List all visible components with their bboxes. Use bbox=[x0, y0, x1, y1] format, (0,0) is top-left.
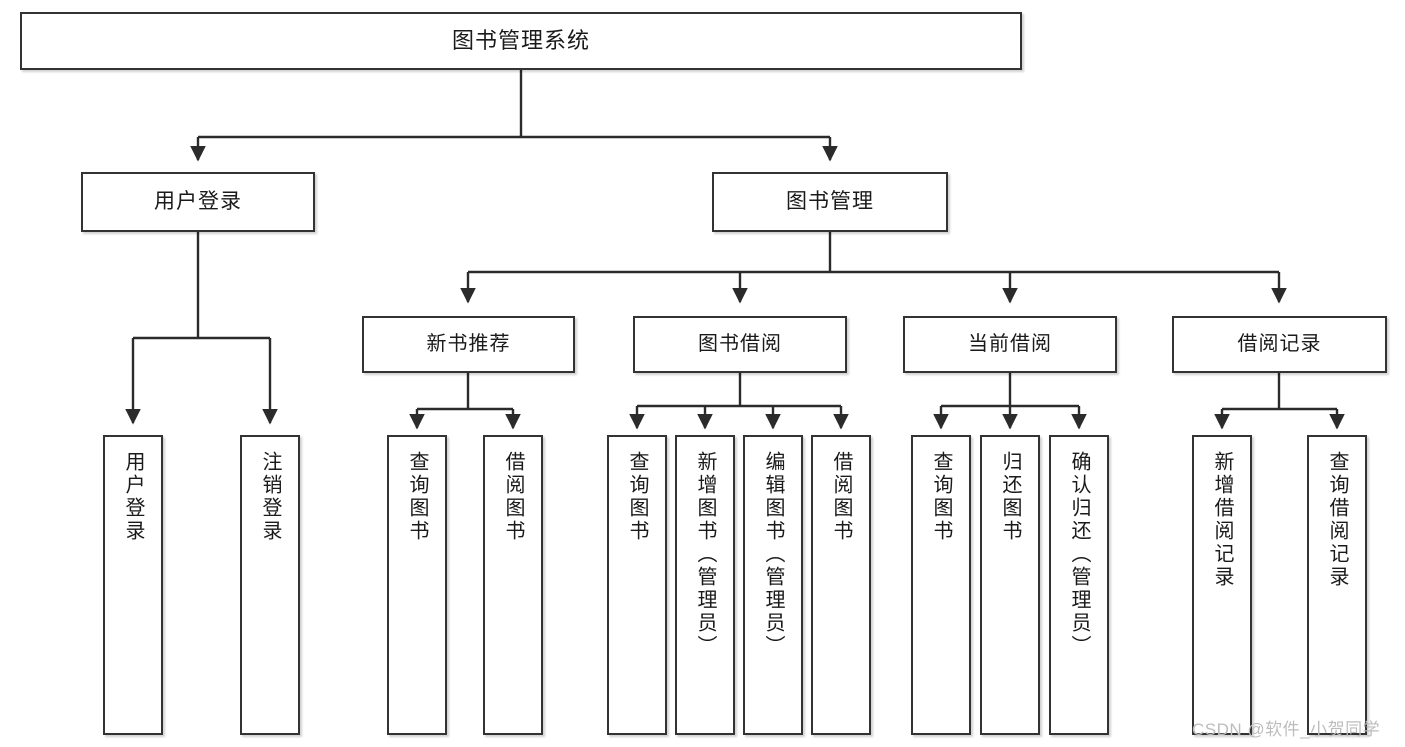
node-leaf-borrow-book[interactable]: 借阅图书 bbox=[811, 435, 871, 735]
watermark-csdn: CSDN @软件_小贺同学 bbox=[1192, 720, 1381, 739]
node-leaf-query-borrow-record[interactable]: 查询借阅记录 bbox=[1307, 435, 1367, 735]
node-leaf-edit-book[interactable]: 编辑图书（管理员） bbox=[743, 435, 803, 735]
node-new-book-recommend[interactable]: 新书推荐 bbox=[362, 316, 575, 373]
node-leaf-confirm-return[interactable]: 确认归还（管理员） bbox=[1049, 435, 1109, 735]
node-leaf-query-book-recommend[interactable]: 查询图书 bbox=[387, 435, 447, 735]
node-book-management[interactable]: 图书管理 bbox=[712, 172, 948, 232]
node-label: 借阅图书 bbox=[830, 451, 852, 543]
node-label: 新书推荐 bbox=[426, 332, 511, 355]
node-leaf-user-login[interactable]: 用户登录 bbox=[103, 435, 163, 735]
node-label: 图书管理 bbox=[786, 189, 874, 213]
node-leaf-add-book[interactable]: 新增图书（管理员） bbox=[675, 435, 735, 735]
node-borrow-record[interactable]: 借阅记录 bbox=[1172, 316, 1387, 373]
node-root-book-management-system[interactable]: 图书管理系统 bbox=[20, 12, 1022, 70]
node-label: 图书管理系统 bbox=[451, 28, 590, 54]
node-label: 查询借阅记录 bbox=[1326, 451, 1348, 589]
node-label: 查询图书 bbox=[406, 451, 428, 543]
node-leaf-query-book-current[interactable]: 查询图书 bbox=[911, 435, 971, 735]
node-label: 新增借阅记录 bbox=[1211, 451, 1233, 589]
node-label: 当前借阅 bbox=[968, 332, 1052, 355]
node-label: 确认归还（管理员） bbox=[1068, 451, 1090, 658]
node-label: 图书借阅 bbox=[698, 332, 782, 355]
node-leaf-query-book-borrow[interactable]: 查询图书 bbox=[607, 435, 667, 735]
node-label: 用户登录 bbox=[122, 451, 144, 543]
node-label: 注销登录 bbox=[259, 451, 281, 543]
node-label: 归还图书 bbox=[999, 451, 1021, 543]
node-leaf-user-logout[interactable]: 注销登录 bbox=[240, 435, 300, 735]
node-label: 借阅图书 bbox=[502, 451, 524, 543]
node-book-borrow[interactable]: 图书借阅 bbox=[633, 316, 847, 373]
node-label: 用户登录 bbox=[154, 189, 242, 213]
node-user-login[interactable]: 用户登录 bbox=[81, 172, 315, 232]
node-label: 新增图书（管理员） bbox=[694, 451, 716, 658]
node-leaf-borrow-book-recommend[interactable]: 借阅图书 bbox=[483, 435, 543, 735]
node-label: 借阅记录 bbox=[1237, 332, 1322, 355]
node-label: 查询图书 bbox=[626, 451, 648, 543]
node-leaf-add-borrow-record[interactable]: 新增借阅记录 bbox=[1192, 435, 1252, 735]
node-leaf-return-book[interactable]: 归还图书 bbox=[980, 435, 1040, 735]
node-label: 查询图书 bbox=[930, 451, 952, 543]
node-label: 编辑图书（管理员） bbox=[762, 451, 784, 658]
node-current-borrow[interactable]: 当前借阅 bbox=[903, 316, 1117, 373]
